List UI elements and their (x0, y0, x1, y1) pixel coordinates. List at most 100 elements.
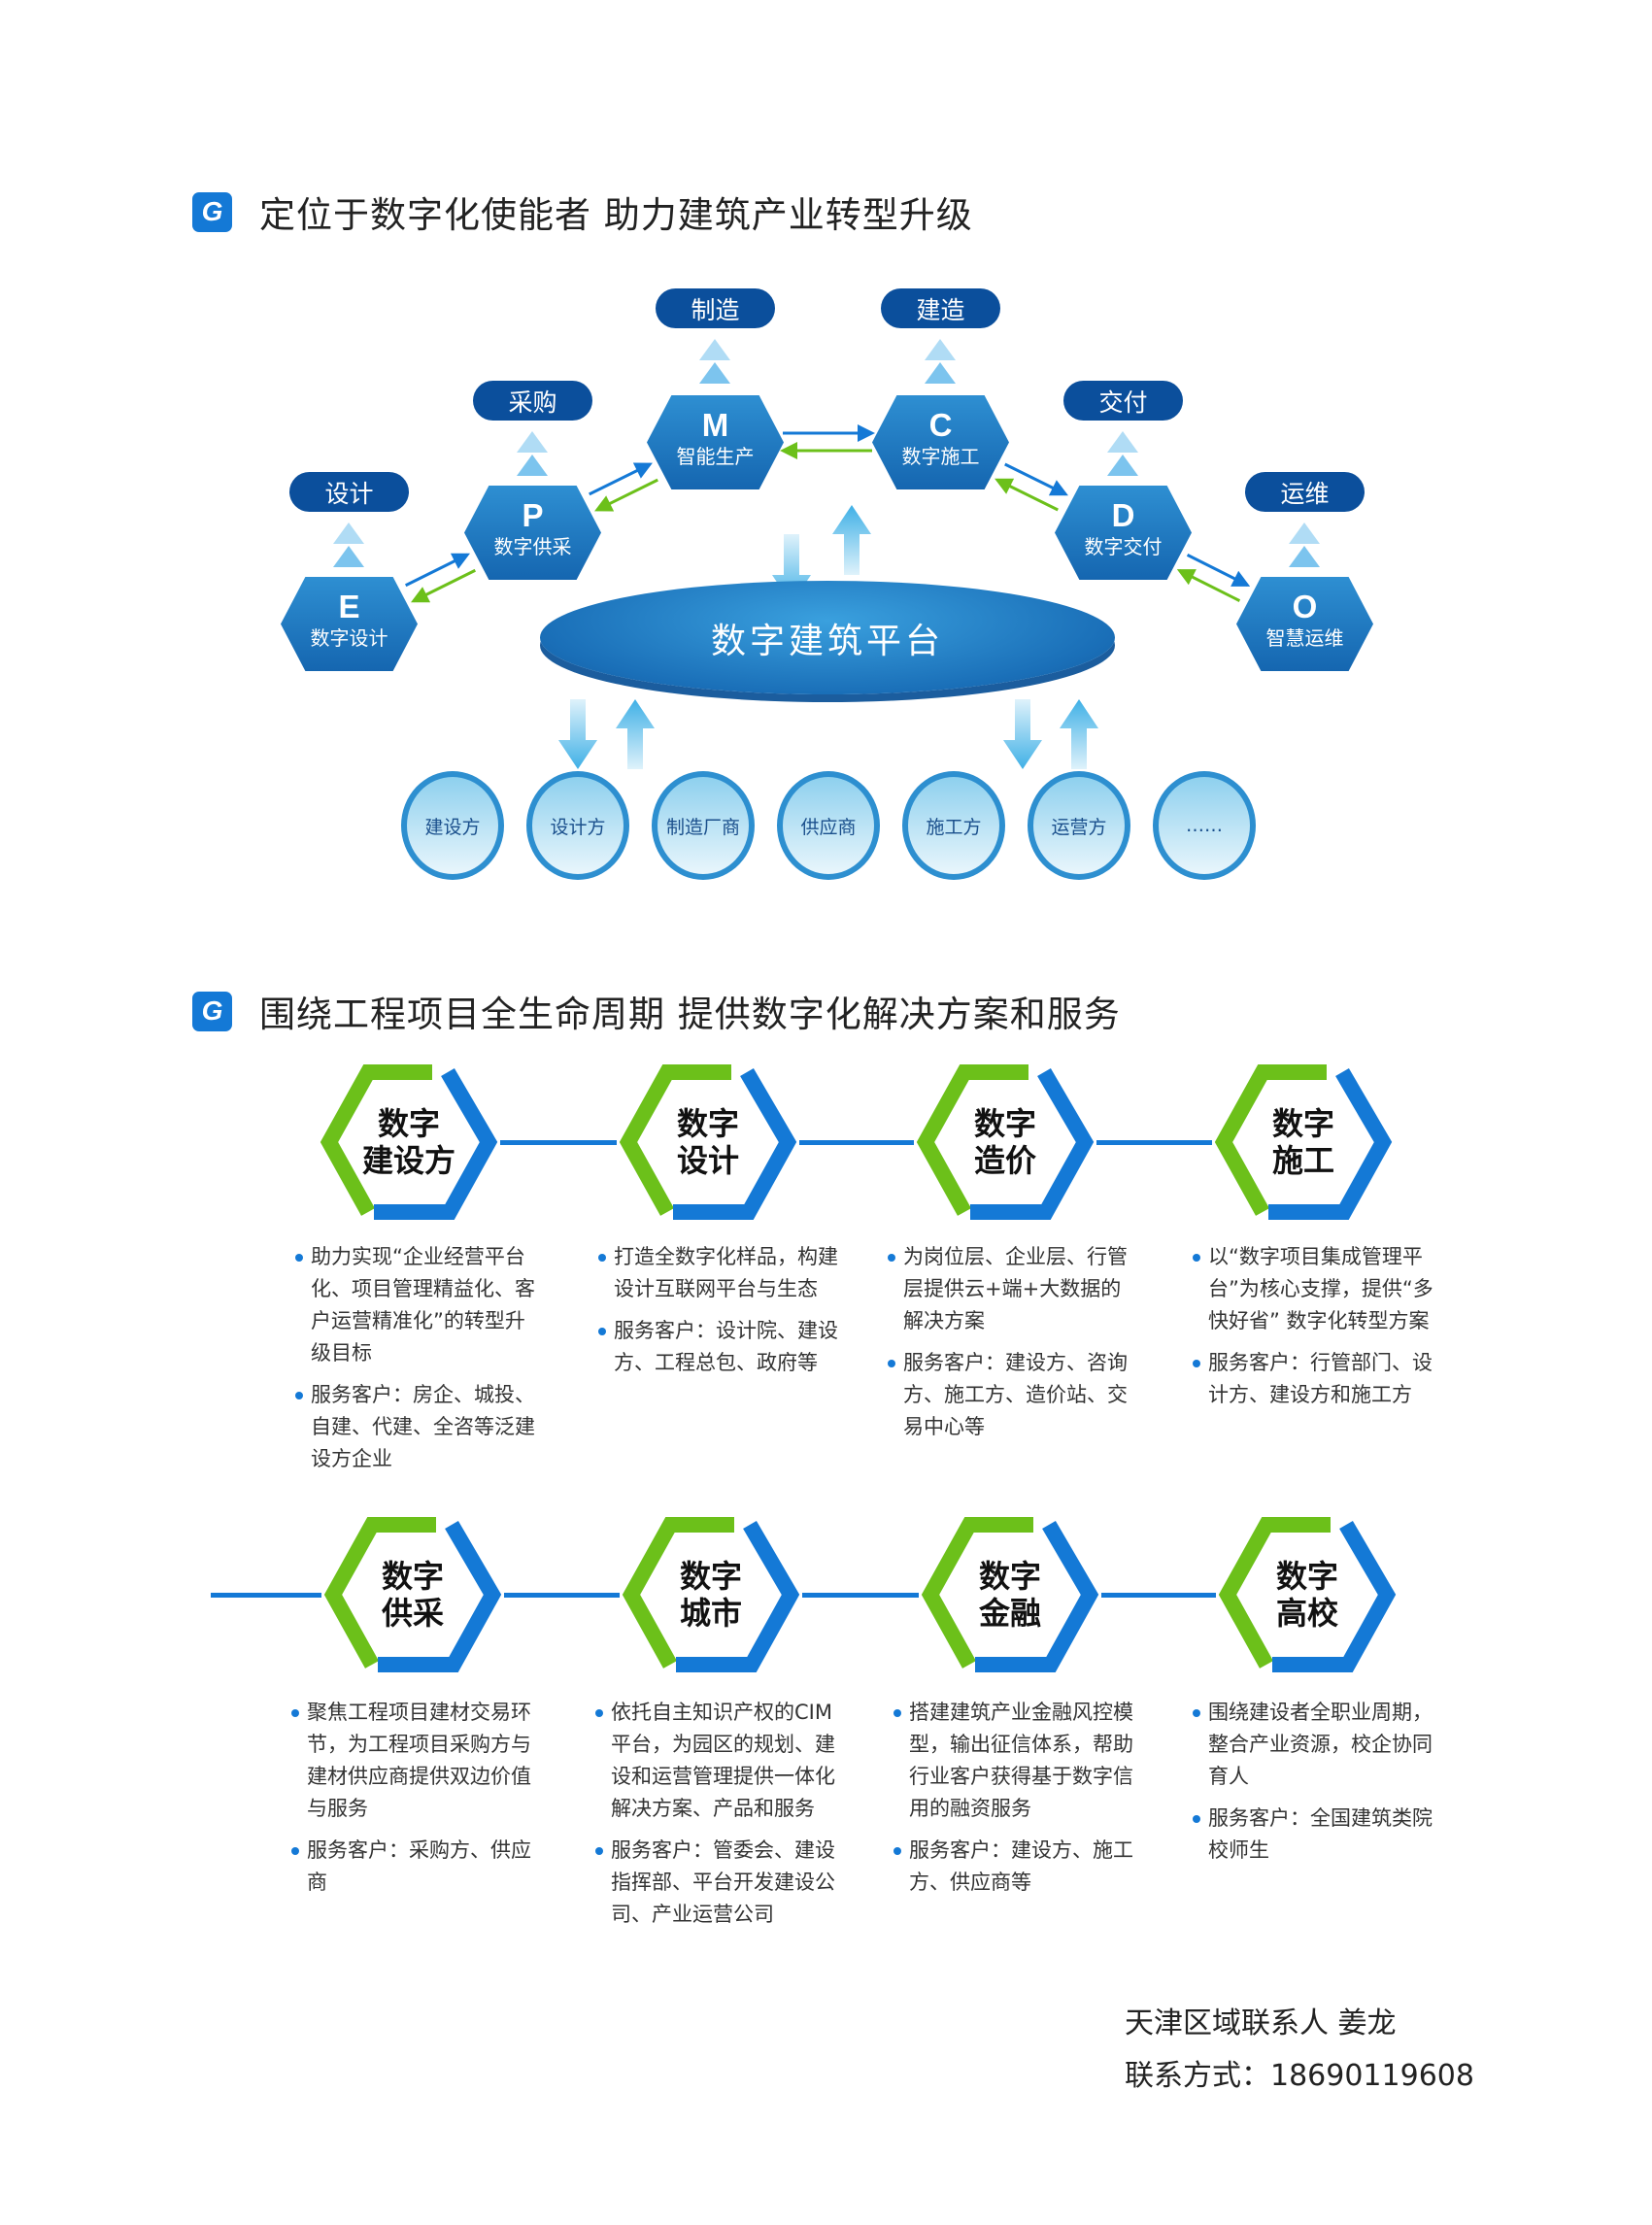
node-label: 智慧运维 (1265, 626, 1344, 650)
service-title: 数字金融 (919, 1515, 1101, 1674)
up-arrow-icon (1289, 523, 1320, 544)
bullet-item: 依托自主知识产权的CIM平台，为园区的规划、建设和运营管理提供一体化解决方案、产… (593, 1697, 836, 1825)
stage-pill: 运维 (1245, 472, 1365, 512)
service-description: 聚焦工程项目建材交易环节，为工程项目采购方与建材供应商提供双边价值与服务服务客户… (289, 1697, 532, 1908)
stage-pill: 建造 (881, 288, 1000, 328)
service-description: 为岗位层、企业层、行管层提供云+端+大数据的解决方案服务客户：建设方、咨询方、施… (886, 1241, 1129, 1453)
node-label: 数字设计 (310, 626, 388, 650)
stage-pill: 交付 (1063, 381, 1183, 421)
service-title-line: 数字 (679, 1558, 742, 1595)
bullet-item: 服务客户：设计院、建设方、工程总包、政府等 (596, 1315, 839, 1379)
up-arrow-icon (832, 505, 871, 575)
up-arrow-icon (699, 362, 730, 384)
service-hex: 数字供采 (321, 1515, 504, 1674)
bullet-item: 服务客户：建设方、咨询方、施工方、造价站、交易中心等 (886, 1347, 1129, 1443)
service-title-line: 金融 (978, 1595, 1041, 1632)
service-title-line: 供采 (381, 1595, 444, 1632)
service-description: 助力实现“企业经营平台化、项目管理精益化、客户运营精准化”的转型升级目标服务客户… (293, 1241, 536, 1485)
flow-arrow (410, 568, 476, 603)
bullet-item: 围绕建设者全职业周期，整合产业资源，校企协同育人 (1191, 1697, 1433, 1793)
bullet-item: 服务客户：全国建筑类院校师生 (1191, 1803, 1433, 1867)
node-label: 数字供采 (493, 535, 572, 558)
down-arrow-icon (558, 699, 597, 769)
up-arrow-icon (699, 339, 730, 360)
up-arrow-icon (925, 362, 956, 384)
service-hex: 数字建设方 (318, 1062, 500, 1222)
node-letter: P (522, 497, 544, 533)
service-hex: 数字施工 (1212, 1062, 1395, 1222)
participant-circle: 供应商 (777, 771, 880, 880)
service-description: 以“数字项目集成管理平台”为核心支撑，提供“多快好省” 数字化转型方案服务客户：… (1191, 1241, 1433, 1421)
participant-circle: 建设方 (401, 771, 504, 880)
service-title: 数字设计 (617, 1062, 799, 1222)
flow-arrow (594, 478, 658, 512)
service-hex: 数字金融 (919, 1515, 1101, 1674)
flow-arrow (995, 478, 1059, 512)
connector-line (211, 1593, 321, 1598)
flow-arrow (1186, 554, 1251, 587)
service-title: 数字高校 (1216, 1515, 1399, 1674)
contact-person: 天津区域联系人 姜龙 (1125, 2006, 1397, 2040)
bullet-item: 聚焦工程项目建材交易环节，为工程项目采购方与建材供应商提供双边价值与服务 (289, 1697, 532, 1825)
service-title-line: 设计 (676, 1142, 739, 1179)
node-letter: M (701, 407, 729, 443)
service-title-line: 数字 (377, 1105, 440, 1142)
participant-circle: 运营方 (1028, 771, 1130, 880)
connector-line (500, 1140, 617, 1145)
flow-arrow (1004, 462, 1068, 496)
node-letter: O (1292, 589, 1318, 624)
bullet-item: 服务客户：行管部门、设计方、建设方和施工方 (1191, 1347, 1433, 1411)
flow-arrow (405, 553, 471, 588)
up-arrow-icon (1289, 546, 1320, 567)
connector-line (1096, 1140, 1212, 1145)
node-letter: D (1111, 497, 1135, 533)
service-title-line: 建设方 (361, 1142, 455, 1179)
bullet-item: 打造全数字化样品，构建设计互联网平台与生态 (596, 1241, 839, 1305)
section-header-services: G 围绕工程项目全生命周期 提供数字化解决方案和服务 (192, 991, 1121, 1035)
up-arrow-icon (517, 431, 548, 453)
participant-circle: 设计方 (526, 771, 629, 880)
service-title: 数字供采 (321, 1515, 504, 1674)
bullet-item: 助力实现“企业经营平台化、项目管理精益化、客户运营精准化”的转型升级目标 (293, 1241, 536, 1369)
service-title-line: 数字 (978, 1558, 1041, 1595)
node-label: 数字交付 (1084, 535, 1163, 558)
service-title-line: 数字 (973, 1105, 1036, 1142)
up-arrow-icon (1060, 699, 1098, 769)
up-arrow-icon (1107, 455, 1138, 476)
service-hex: 数字造价 (914, 1062, 1096, 1222)
connector-line (802, 1593, 919, 1598)
stage-pill: 采购 (473, 381, 592, 421)
service-title-line: 施工 (1271, 1142, 1334, 1179)
bullet-item: 服务客户：采购方、供应商 (289, 1835, 532, 1899)
connector-line (504, 1593, 620, 1598)
node-label: 智能生产 (676, 445, 755, 468)
service-title-line: 数字 (381, 1558, 444, 1595)
stage-pill: 制造 (656, 288, 775, 328)
participant-circle: …… (1153, 771, 1256, 880)
participant-circle: 施工方 (902, 771, 1005, 880)
connector-line (799, 1140, 914, 1145)
bullet-item: 服务客户：房企、城投、自建、代建、全咨等泛建设方企业 (293, 1379, 536, 1475)
bullet-item: 以“数字项目集成管理平台”为核心支撑，提供“多快好省” 数字化转型方案 (1191, 1241, 1433, 1337)
service-description: 搭建建筑产业金融风控模型，输出征信体系，帮助行业客户获得基于数字信用的融资服务服… (892, 1697, 1134, 1908)
service-title-line: 数字 (676, 1105, 739, 1142)
node-letter: E (338, 589, 360, 624)
section-title: 围绕工程项目全生命周期 提供数字化解决方案和服务 (259, 994, 1121, 1035)
contact-phone: 联系方式：18690119608 (1125, 2059, 1474, 2093)
flow-arrow (1176, 569, 1241, 602)
g-logo-icon: G (192, 191, 232, 232)
service-hex: 数字高校 (1216, 1515, 1399, 1674)
service-title-line: 城市 (679, 1595, 742, 1632)
platform-ellipse: 数字建筑平台 (540, 581, 1115, 694)
g-logo-icon: G (192, 991, 232, 1031)
section-title: 定位于数字化使能者 助力建筑产业转型升级 (259, 194, 973, 236)
section-header-positioning: G 定位于数字化使能者 助力建筑产业转型升级 (192, 191, 973, 236)
bullet-item: 服务客户：管委会、建设指挥部、平台开发建设公司、产业运营公司 (593, 1835, 836, 1931)
node-letter: C (928, 407, 953, 443)
service-hex: 数字设计 (617, 1062, 799, 1222)
